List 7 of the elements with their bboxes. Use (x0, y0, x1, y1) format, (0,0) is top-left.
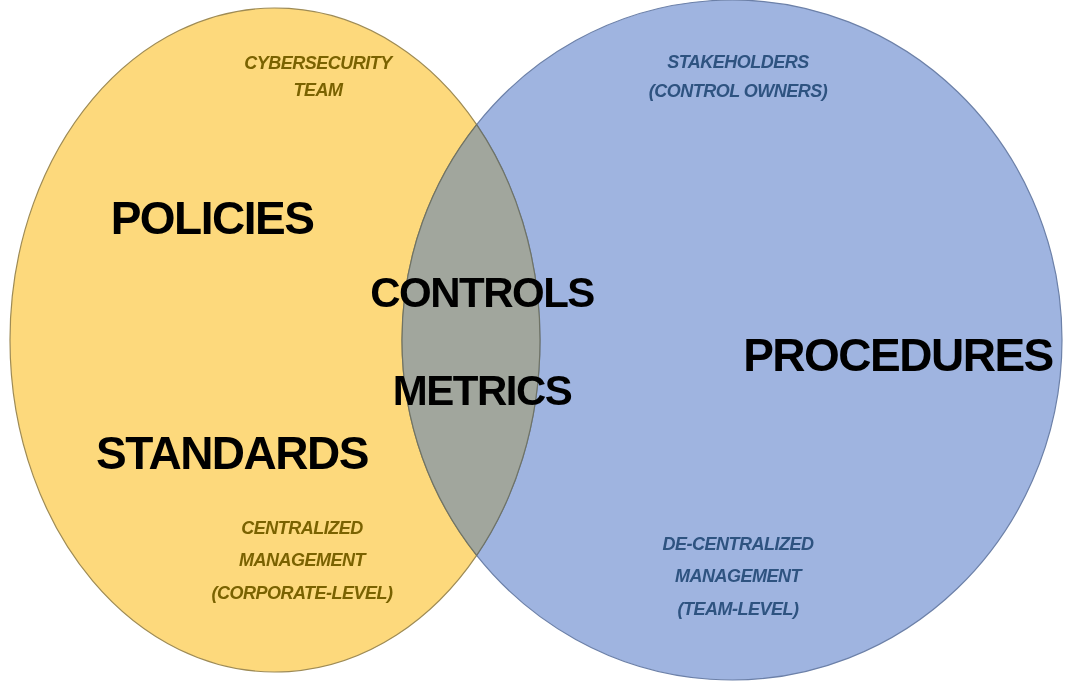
venn-heading: PROCEDURES (742, 330, 1054, 381)
venn-note: CENTRALIZED MANAGEMENT (CORPORATE-LEVEL) (210, 517, 394, 605)
venn-note: STAKEHOLDERS (CONTROL OWNERS) (647, 51, 829, 103)
venn-note: CYBERSECURITY TEAM (243, 52, 395, 102)
venn-note: DE-CENTRALIZED MANAGEMENT (TEAM-LEVEL) (661, 533, 815, 621)
venn-heading: STANDARDS (95, 428, 369, 479)
venn-heading: POLICIES (109, 193, 315, 244)
